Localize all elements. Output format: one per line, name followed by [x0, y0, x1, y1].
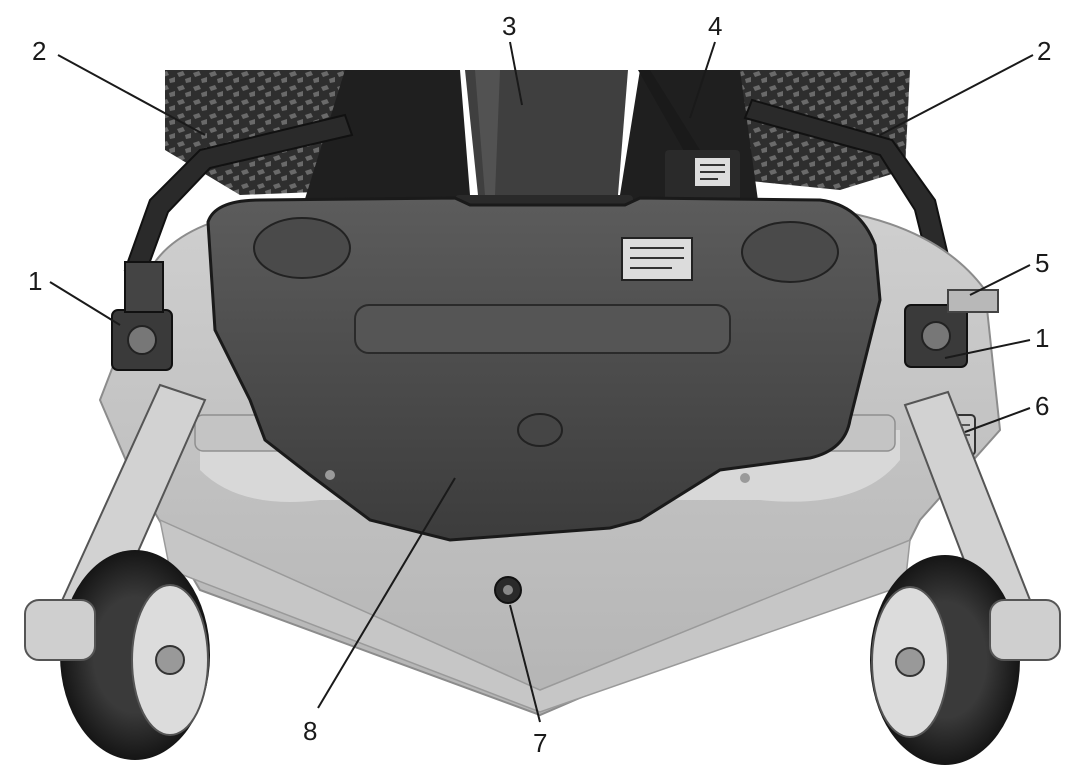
callout-8: 8 [303, 716, 317, 746]
leader-4 [689, 41, 716, 119]
leader-3 [509, 41, 523, 106]
caster-wheel-left [24, 550, 210, 760]
grease-fitting [494, 576, 522, 604]
callout-5: 5 [1035, 248, 1049, 278]
callout-2-left: 2 [32, 36, 46, 66]
callout-1-right: 1 [1035, 323, 1049, 353]
callout-4: 4 [708, 11, 722, 41]
callout-7: 7 [533, 728, 547, 758]
leader-2-right [879, 54, 1034, 136]
leader-7 [509, 604, 541, 723]
drive-shaft-housing [455, 70, 633, 227]
leader-lines [49, 41, 1034, 723]
callout-labels: 1 1 2 2 3 4 5 6 7 8 [28, 11, 1051, 758]
callout-2-right: 2 [1037, 36, 1051, 66]
leader-6 [964, 407, 1031, 433]
leader-5 [969, 264, 1031, 296]
belt-cover [206, 196, 882, 542]
leader-8 [317, 477, 456, 709]
leader-2-left [57, 54, 206, 136]
caster-wheel-right [870, 555, 1061, 765]
tractor-chassis [300, 70, 760, 215]
leader-1-left [49, 281, 121, 326]
leader-1-right [944, 339, 1031, 359]
callout-3: 3 [502, 11, 516, 41]
callout-1-left: 1 [28, 266, 42, 296]
callout-6: 6 [1035, 391, 1049, 421]
pivot-bracket-right [904, 289, 999, 368]
lift-lever [638, 70, 740, 205]
pivot-bracket-left [111, 261, 173, 371]
